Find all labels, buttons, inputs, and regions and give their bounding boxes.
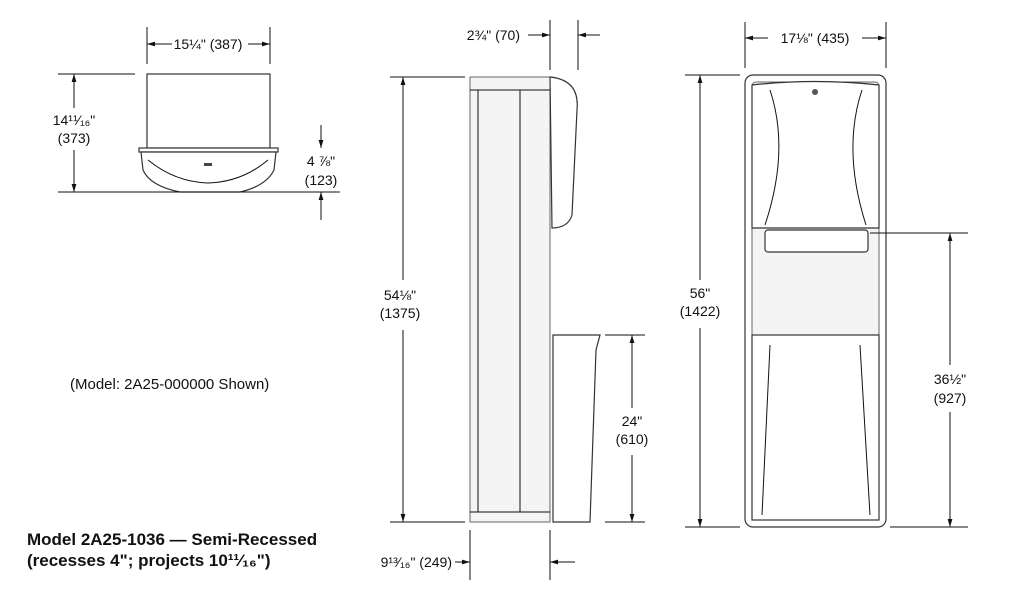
front-tray-mm: (927) <box>934 390 967 406</box>
side-bin-in: 24" <box>622 413 643 429</box>
model-subtitle: (recesses 4"; projects 10¹¹⁄₁₆") <box>27 551 270 570</box>
front-dispenser <box>751 80 880 229</box>
top-depth-mm: (123) <box>305 172 338 188</box>
side-projection-label: 2¾" (70) <box>467 27 520 43</box>
side-view: 2¾" (70) 54⅛" (1375) 24" (610) 9¹³⁄₁₆" (… <box>380 20 649 580</box>
side-dispenser <box>549 76 578 229</box>
front-tray-in: 36½" <box>934 371 966 387</box>
side-waste-bin <box>552 334 601 523</box>
front-width-label: 17⅛" (435) <box>781 30 850 46</box>
top-width-label: 15¼" (387) <box>174 36 243 52</box>
side-bin-mm: (610) <box>616 431 649 447</box>
model-shown-note: (Model: 2A25-000000 Shown) <box>70 376 269 393</box>
side-height-mm: (1375) <box>380 305 420 321</box>
top-view: 15¼" (387) 14¹¹⁄₁₆" (373) 4 ⅞" (123) <box>53 27 340 220</box>
top-height-mm: (373) <box>58 130 91 146</box>
front-waste-bin <box>751 334 880 521</box>
top-height-in: 14¹¹⁄₁₆" <box>53 112 96 128</box>
side-depth-label: 9¹³⁄₁₆" (249) <box>381 554 452 570</box>
front-paper-tray <box>764 229 869 253</box>
front-view: 17⅛" (435) 56" (1422) 36½" (927) <box>680 22 968 528</box>
front-height-in: 56" <box>690 285 711 301</box>
side-height-in: 54⅛" <box>384 287 416 303</box>
top-depth-in: 4 ⅞" <box>307 153 335 169</box>
top-tray <box>140 151 277 193</box>
front-height-mm: (1422) <box>680 303 720 319</box>
model-title: Model 2A25-1036 — Semi-Recessed <box>27 530 317 549</box>
top-housing <box>146 73 271 149</box>
